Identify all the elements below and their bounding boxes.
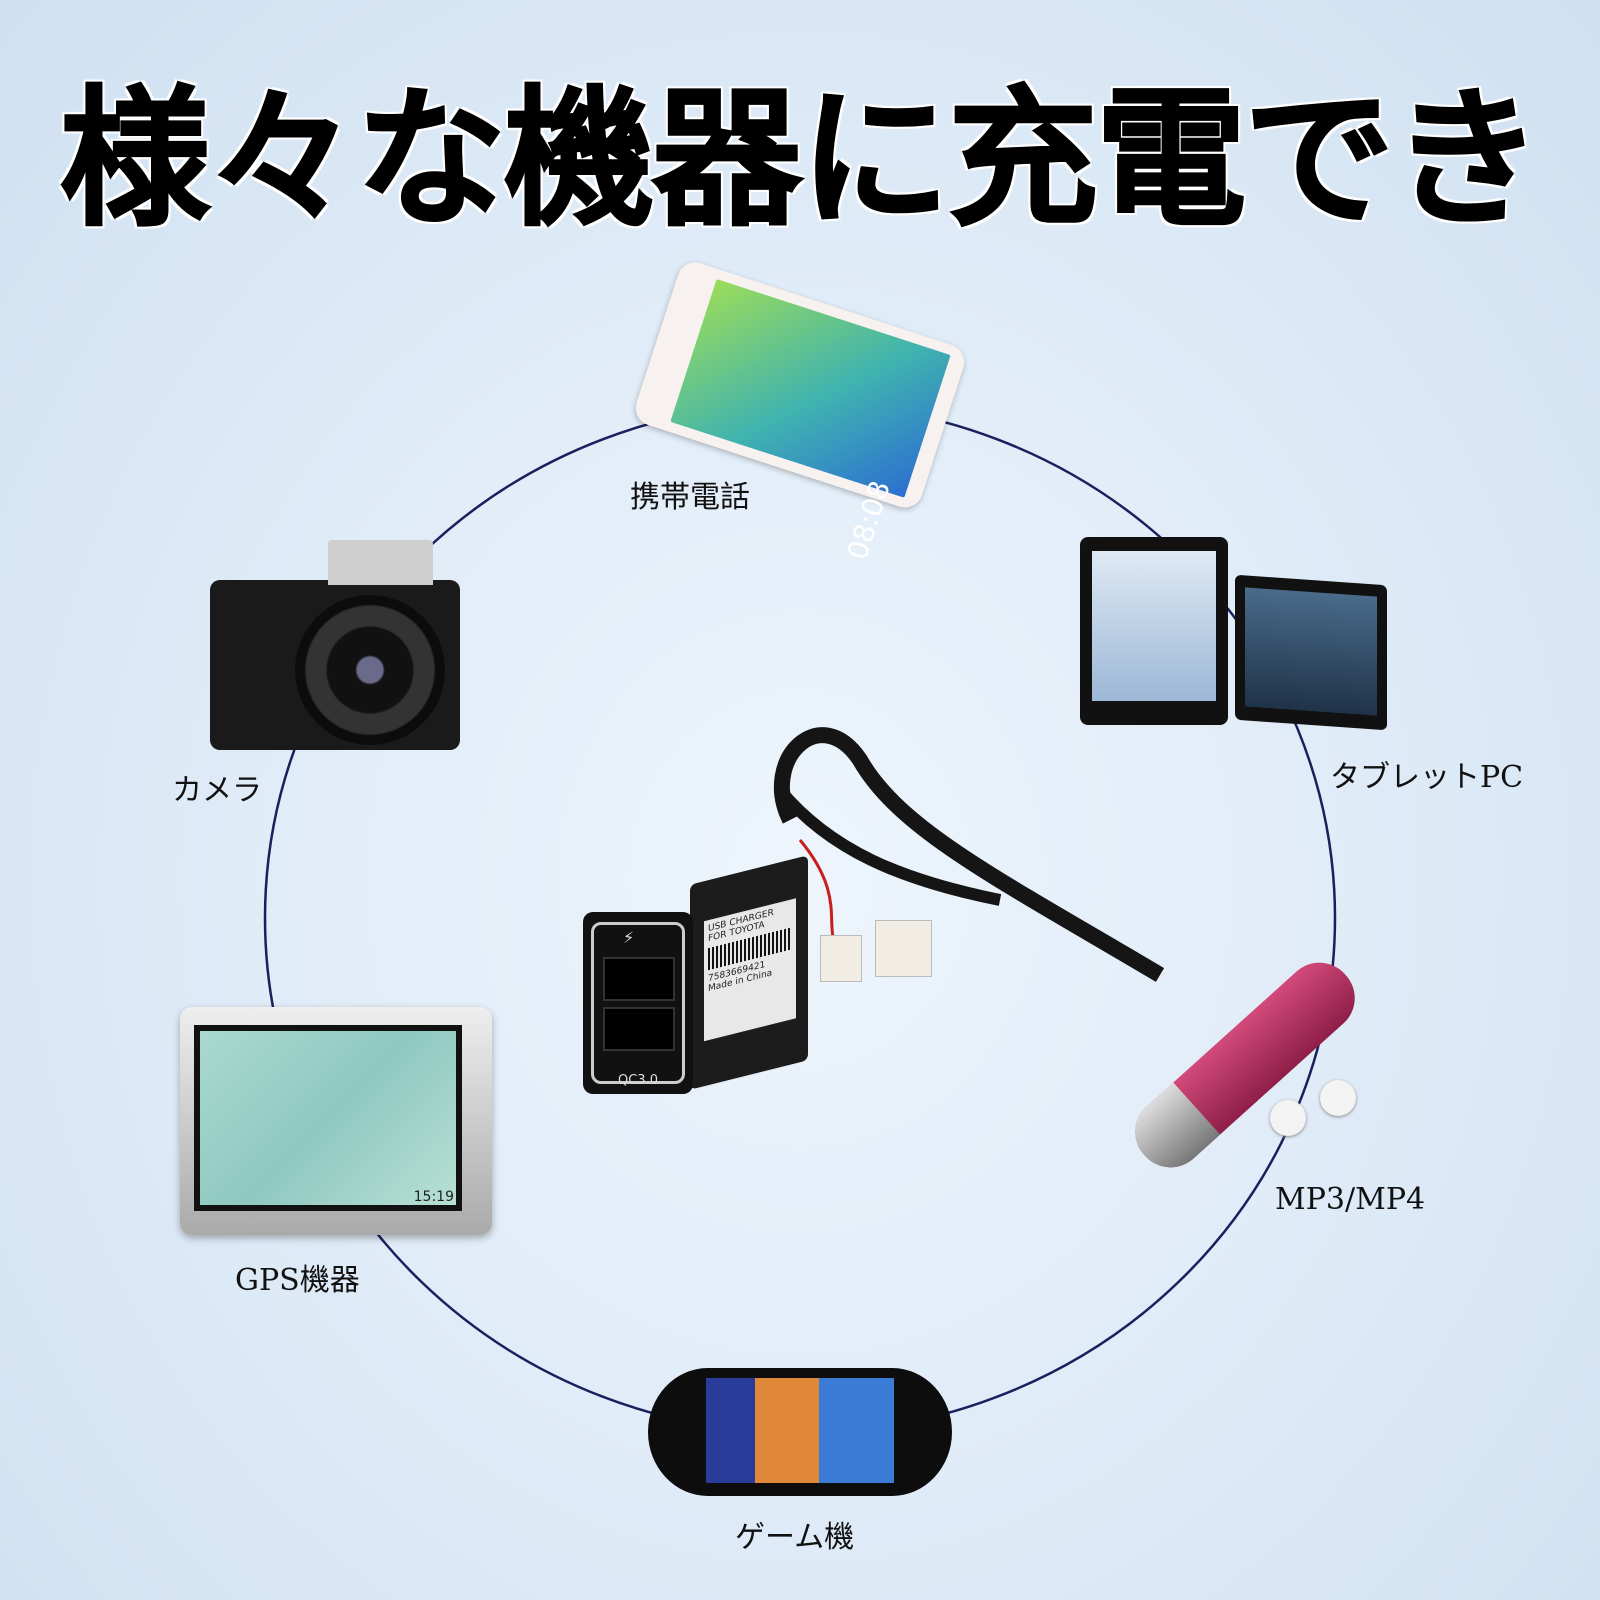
label-mp3-mp4: MP3/MP4 — [1275, 1182, 1426, 1217]
product-sticker: USB CHARGER FOR TOYOTA 7583669421 Made i… — [704, 898, 796, 1042]
usb-charger-body: USB CHARGER FOR TOYOTA 7583669421 Made i… — [690, 855, 808, 1090]
label-camera: カメラ — [172, 773, 262, 808]
game-console-image — [648, 1368, 952, 1496]
label-mobile-phone: 携帯電話 — [630, 480, 750, 515]
tablet-image-front — [1080, 537, 1228, 725]
usb-port-1 — [603, 957, 675, 1001]
usb-port-2 — [603, 1007, 675, 1051]
earphones-image — [1270, 1080, 1360, 1140]
label-gps: GPS機器 — [235, 1263, 360, 1298]
gps-image: 15:19 — [180, 1007, 492, 1235]
gps-clock: 15:19 — [413, 1189, 454, 1205]
camera-image — [210, 540, 460, 750]
qc-badge: QC3.0 — [618, 1073, 658, 1088]
label-game-console: ゲーム機 — [735, 1520, 855, 1555]
connector-plugs — [820, 915, 940, 990]
label-tablet-pc: タブレットPC — [1330, 760, 1524, 795]
charging-icon: ⚡ — [623, 928, 635, 947]
usb-charger-face: ⚡ QC3.0 — [583, 912, 693, 1094]
